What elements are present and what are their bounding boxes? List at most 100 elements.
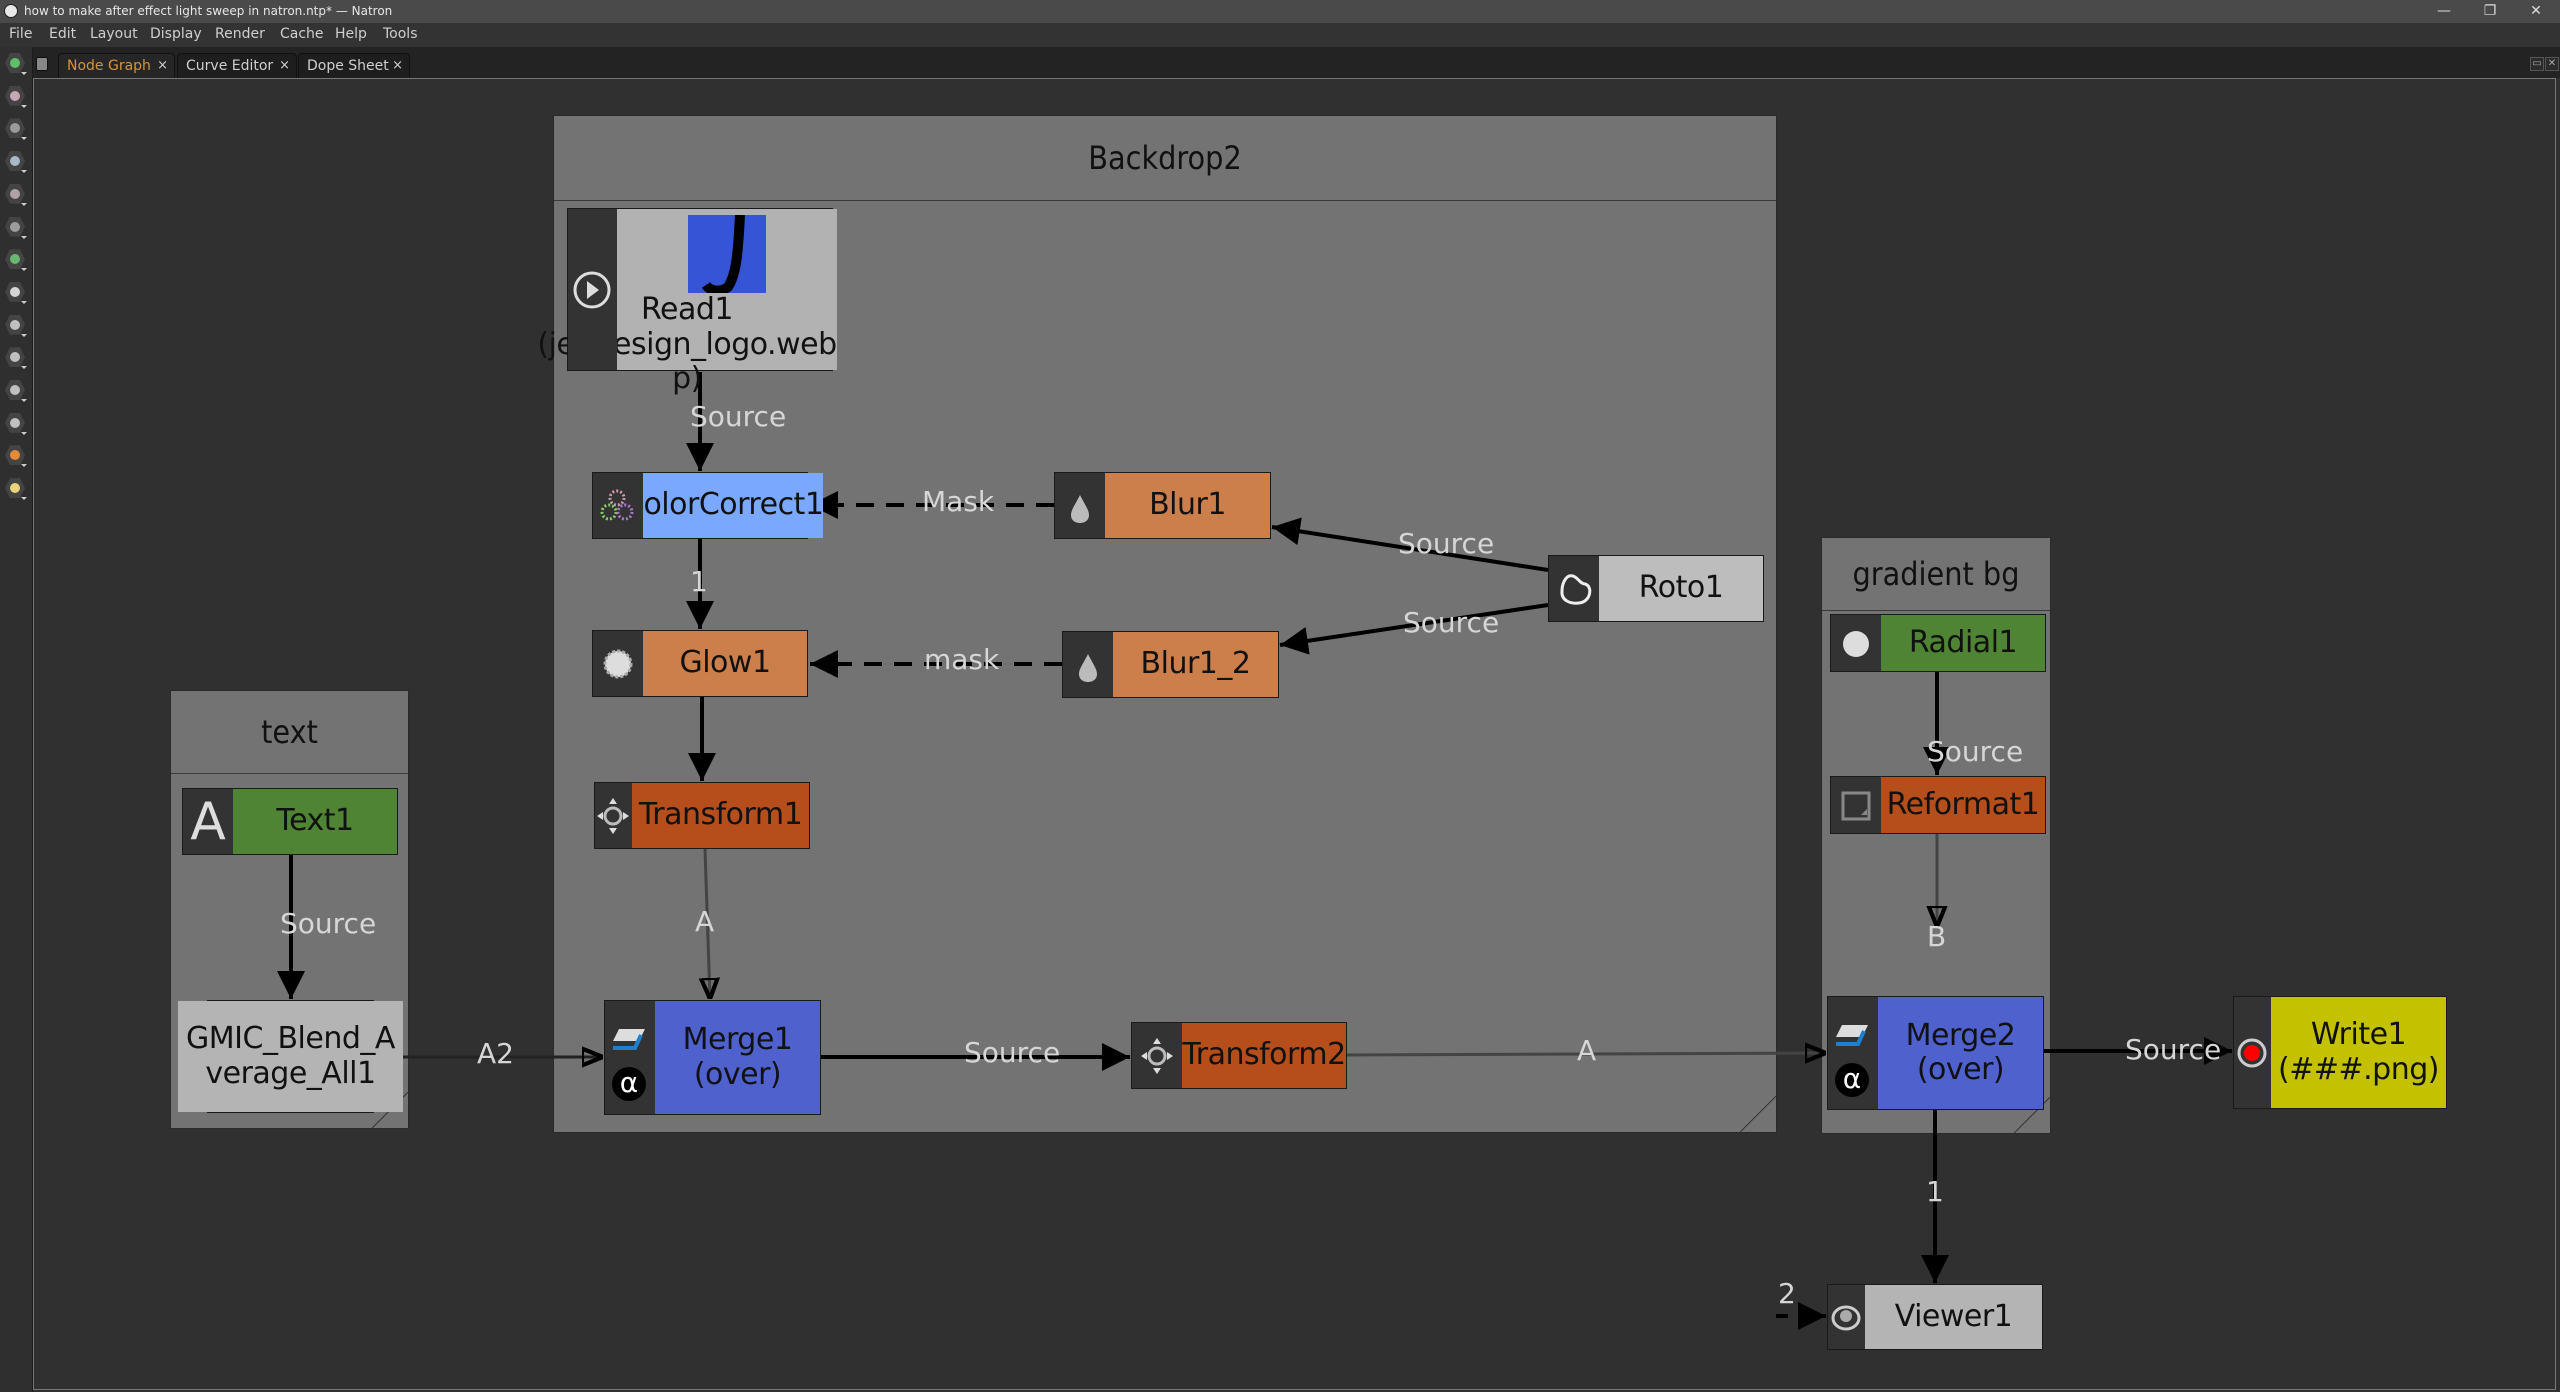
keyer-tools-icon[interactable] [5, 249, 27, 272]
merge-layers-icon [613, 1029, 645, 1050]
menu-cache[interactable]: Cache [280, 26, 324, 42]
tab-node-graph[interactable]: Node Graph × [58, 53, 175, 78]
node-glow1[interactable]: Glow1 [592, 630, 808, 697]
minimize-button[interactable]: — [2437, 3, 2451, 19]
edge-label: Source [2125, 1033, 2222, 1066]
dropdown-caret-icon [21, 137, 27, 141]
node-transform1[interactable]: Transform1 [594, 782, 810, 849]
filter-tools-icon[interactable] [5, 216, 27, 239]
menu-bar: File Edit Layout Display Render Cache He… [0, 23, 2560, 47]
dropdown-caret-icon [21, 431, 27, 435]
eye-icon [1831, 1305, 1861, 1331]
backdrop-resize-handle[interactable] [1740, 1096, 1776, 1132]
node-write1[interactable]: Write1 (###.png) [2233, 996, 2447, 1109]
edge-label: B [1927, 920, 1947, 953]
paint-tools-icon[interactable] [5, 85, 27, 108]
menu-help[interactable]: Help [335, 26, 367, 42]
dropdown-caret-icon [21, 366, 27, 370]
toolbar-glyph [10, 221, 20, 232]
droplet-icon [1079, 654, 1097, 682]
backdrop-title: Backdrop2 [554, 116, 1776, 201]
menu-render[interactable]: Render [215, 26, 265, 42]
close-window-button[interactable]: ✕ [2530, 3, 2542, 19]
menu-layout[interactable]: Layout [90, 26, 138, 42]
node-colorcorrect1[interactable]: ColorCorrect1 [592, 472, 824, 539]
node-merge2[interactable]: α Merge2 (over) [1827, 996, 2044, 1110]
edge-label: 2 [1778, 1277, 1796, 1310]
edge-roto1-blur1[interactable] [1271, 517, 1549, 572]
node-viewer1[interactable]: Viewer1 [1827, 1284, 2043, 1350]
color-wheels-icon [600, 489, 634, 521]
dropdown-caret-icon [21, 497, 27, 501]
close-tab-icon[interactable]: × [157, 58, 168, 73]
window-title: how to make after effect light sweep in … [24, 4, 393, 18]
node-transform2[interactable]: Transform2 [1131, 1022, 1347, 1089]
toolbar-glyph [10, 450, 20, 461]
tab-bar: Node Graph × Curve Editor × Dope Sheet × [0, 47, 2560, 78]
read1-thumbnail [688, 214, 766, 296]
tab-label: Curve Editor [186, 58, 274, 74]
other-tools-icon[interactable] [5, 380, 27, 402]
dropdown-caret-icon [21, 170, 27, 174]
node-label: Merge2 (over) [1878, 997, 2043, 1109]
edge-label: A [695, 905, 715, 938]
title-bar: how to make after effect light sweep in … [0, 0, 2560, 23]
backdrop-title: gradient bg [1822, 538, 2050, 611]
node-text1[interactable]: A Text1 [182, 788, 398, 855]
edge-label: Mask [922, 485, 995, 518]
toolbar-glyph [10, 156, 20, 167]
glow-sun-icon [603, 649, 633, 679]
menu-display[interactable]: Display [150, 26, 202, 42]
node-merge1[interactable]: α Merge1 (over) [604, 1000, 821, 1115]
edge-transform2-merge2[interactable] [1346, 1053, 1826, 1055]
toolbar-glyph [10, 90, 20, 101]
edge-roto1-blur1_2[interactable] [1279, 603, 1549, 655]
edge-label: A [1577, 1034, 1597, 1067]
time-tools-icon[interactable] [5, 118, 27, 141]
close-tab-icon[interactable]: × [392, 58, 403, 73]
node-gmic-blend-average-all1[interactable]: GMIC_Blend_A verage_All1 [178, 1000, 403, 1113]
image-tools-icon[interactable] [5, 53, 27, 75]
menu-edit[interactable]: Edit [49, 26, 77, 42]
dropdown-caret-icon [21, 464, 27, 468]
toolbar-glyph [10, 417, 20, 428]
float-pane-icon[interactable]: ▭ [2530, 57, 2544, 71]
menu-file[interactable]: File [9, 26, 33, 42]
menu-tools[interactable]: Tools [383, 26, 418, 42]
reformat-frame-icon [1841, 791, 1871, 821]
close-pane-icon[interactable]: ✕ [2545, 57, 2559, 71]
transform-tools-icon[interactable] [5, 314, 27, 337]
views-tools-icon[interactable] [5, 347, 27, 370]
toolbar-glyph [10, 319, 20, 330]
dropdown-caret-icon [21, 202, 27, 206]
edge-label: Source [964, 1036, 1061, 1069]
node-blur1-2[interactable]: Blur1_2 [1062, 631, 1279, 698]
transform-move-icon [1141, 1038, 1173, 1074]
node-label: Blur1 [1105, 473, 1270, 538]
toolbar-glyph [10, 483, 20, 494]
node-reformat1[interactable]: Reformat1 [1830, 776, 2046, 834]
edge-transform1-merge1[interactable] [705, 848, 710, 999]
edge-label: 1 [690, 565, 708, 598]
node-blur1[interactable]: Blur1 [1054, 472, 1271, 539]
edge-label: Source [280, 907, 377, 940]
edge-label: mask [924, 643, 1000, 676]
gmic-tools-icon[interactable] [5, 445, 27, 468]
color-tools-icon[interactable] [5, 183, 27, 206]
channel-tools-icon[interactable] [5, 151, 27, 174]
close-tab-icon[interactable]: × [279, 58, 290, 73]
node-read1[interactable]: Read1 (jeffdesign_logo.web p) [537, 208, 837, 396]
roto-shape-icon [1560, 574, 1592, 605]
merge-tools-icon[interactable] [5, 281, 27, 304]
tab-curve-editor[interactable]: Curve Editor × [177, 53, 297, 78]
node-radial1[interactable]: Radial1 [1830, 614, 2046, 672]
node-roto1[interactable]: Roto1 [1548, 555, 1764, 622]
extra-tools-icon[interactable] [5, 478, 27, 501]
maximize-button[interactable]: ❐ [2483, 3, 2497, 19]
plugins-tools-icon[interactable] [5, 412, 27, 435]
pane-menu-icon[interactable] [36, 57, 48, 71]
node-label: Blur1_2 [1113, 632, 1278, 697]
dropdown-caret-icon [21, 235, 27, 239]
tab-dope-sheet[interactable]: Dope Sheet × [298, 53, 410, 78]
